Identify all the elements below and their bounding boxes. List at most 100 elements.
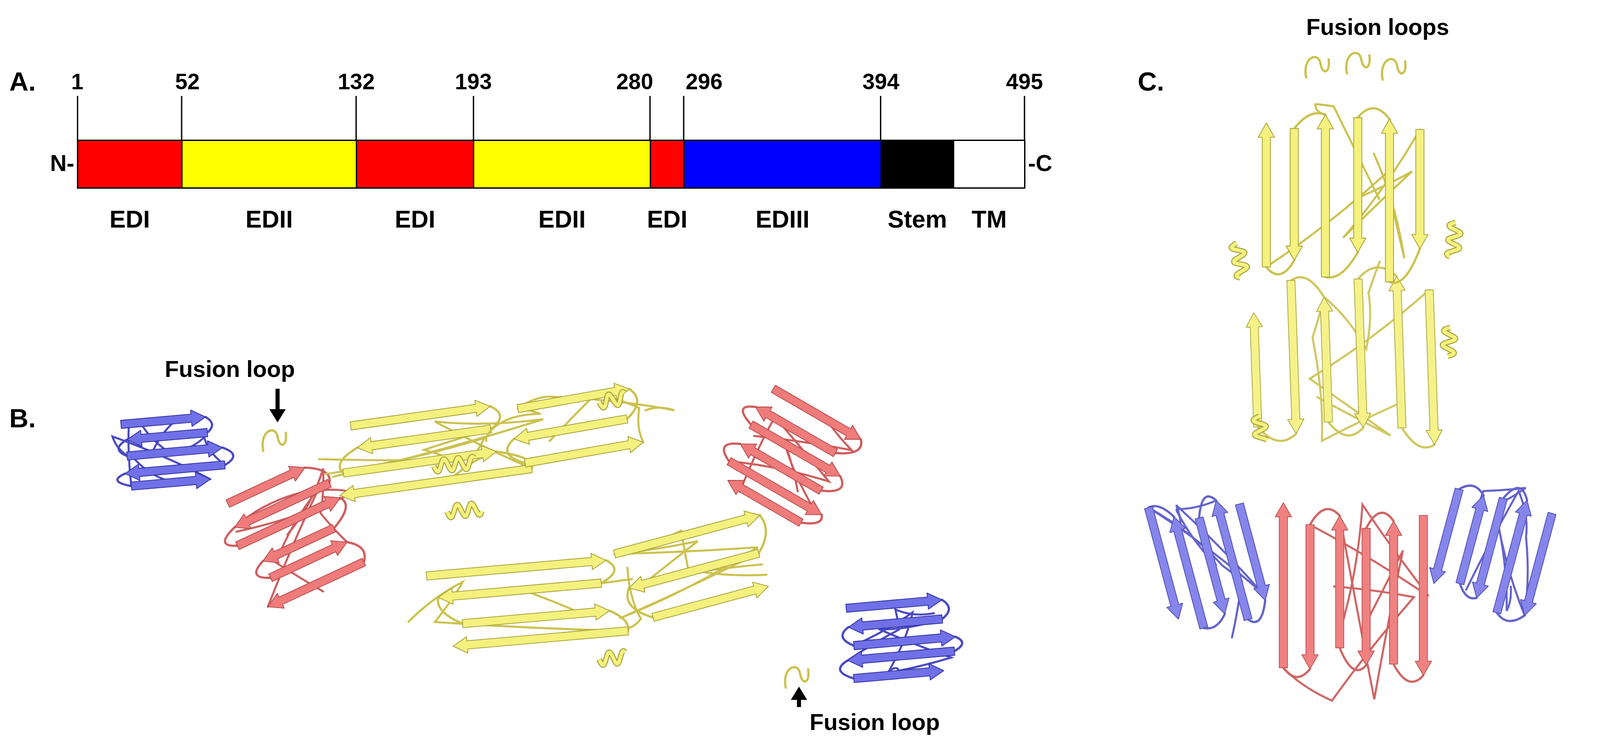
beta-strand bbox=[126, 440, 223, 461]
strands bbox=[1275, 502, 1432, 676]
beta-strand bbox=[350, 400, 491, 431]
fusion-loop bbox=[262, 430, 286, 452]
beta-strand bbox=[845, 593, 942, 613]
domain-ribbon bbox=[224, 466, 366, 609]
beta-strand bbox=[1286, 280, 1304, 434]
strands bbox=[514, 383, 644, 468]
terminus-label: -C bbox=[1028, 150, 1053, 176]
loops bbox=[1283, 504, 1429, 701]
residue-number: 394 bbox=[862, 69, 900, 95]
strands bbox=[1429, 488, 1557, 616]
strands bbox=[727, 385, 861, 527]
beta-strand bbox=[1349, 117, 1366, 253]
panel-letter: B. bbox=[9, 403, 36, 434]
strands bbox=[339, 400, 533, 502]
residue-number: 296 bbox=[685, 69, 723, 95]
pointer-arrow bbox=[275, 388, 280, 413]
alpha-helix bbox=[433, 456, 474, 472]
residue-number: 1 bbox=[71, 69, 84, 95]
beta-strand bbox=[1389, 276, 1407, 428]
coil-loop bbox=[1357, 108, 1390, 119]
coil-loop bbox=[1310, 509, 1340, 525]
domain-ribbon bbox=[723, 385, 862, 527]
beta-strand bbox=[517, 383, 630, 413]
beta-strand bbox=[1520, 512, 1556, 616]
domain-ribbon bbox=[840, 593, 963, 683]
beta-strand bbox=[771, 385, 861, 440]
beta-strand bbox=[357, 425, 492, 454]
arrow-head bbox=[790, 686, 808, 701]
coil-loop bbox=[954, 636, 963, 652]
coil-loop bbox=[840, 660, 854, 679]
tick bbox=[355, 95, 357, 140]
beta-strand bbox=[1317, 114, 1334, 277]
tick bbox=[880, 95, 882, 140]
domain-ribbon bbox=[1429, 485, 1557, 622]
callout-label: Fusion loops bbox=[1306, 14, 1450, 40]
domain-ribbon bbox=[1245, 261, 1443, 448]
beta-strand bbox=[524, 436, 644, 468]
panel-letter: A. bbox=[9, 67, 36, 97]
alpha-helix bbox=[598, 651, 625, 666]
callout-arrows bbox=[269, 388, 808, 708]
beta-strand bbox=[1429, 488, 1463, 584]
coil-loop bbox=[758, 515, 766, 554]
residue-number: 280 bbox=[616, 69, 653, 95]
coil-loop bbox=[1324, 261, 1380, 350]
alpha-helix bbox=[1231, 243, 1248, 278]
beta-strand bbox=[125, 460, 226, 481]
coil-loop bbox=[256, 561, 271, 579]
beta-strand bbox=[1353, 278, 1371, 428]
domain-ribbon bbox=[408, 553, 641, 654]
fusion-loop bbox=[1382, 59, 1406, 80]
domain-segment: EDI bbox=[649, 139, 685, 189]
alpha-helix bbox=[599, 392, 625, 408]
beta-strand bbox=[267, 558, 366, 609]
tick bbox=[1023, 95, 1025, 140]
beta-strand bbox=[1455, 495, 1488, 585]
domain-ribbon bbox=[486, 383, 675, 468]
beta-strand bbox=[1301, 524, 1319, 669]
beta-strand bbox=[847, 647, 955, 668]
domain-ribbon bbox=[1144, 496, 1270, 638]
strands bbox=[613, 510, 769, 622]
loops bbox=[1266, 104, 1420, 283]
beta-strand bbox=[514, 415, 628, 445]
domain-segment: EDII bbox=[472, 139, 652, 189]
residue-number: 132 bbox=[337, 69, 375, 95]
domain-label: EDIII bbox=[755, 205, 810, 234]
beta-strand bbox=[1331, 515, 1349, 648]
fusion-loop bbox=[1305, 57, 1330, 78]
beta-strand bbox=[1144, 506, 1183, 620]
beta-strand bbox=[1258, 122, 1275, 267]
alpha-helix bbox=[1442, 327, 1456, 356]
alpha-helix bbox=[1446, 222, 1461, 258]
coil-loop bbox=[1325, 252, 1358, 278]
beta-strand bbox=[235, 496, 341, 550]
beta-strand bbox=[1357, 528, 1375, 666]
domain-ribbon bbox=[1258, 104, 1429, 283]
domain-label: EDII bbox=[245, 205, 294, 234]
coil-loop bbox=[1266, 153, 1405, 267]
beta-strand bbox=[1411, 129, 1429, 249]
strands bbox=[225, 466, 366, 609]
strands bbox=[1258, 114, 1429, 282]
alpha-helix bbox=[446, 503, 482, 518]
tick bbox=[180, 95, 183, 140]
beta-strand bbox=[462, 604, 610, 629]
tick bbox=[472, 95, 475, 140]
alpha-helix bbox=[599, 392, 625, 408]
domain-ribbon bbox=[613, 510, 769, 622]
alpha-helix bbox=[433, 456, 474, 472]
strands bbox=[1245, 276, 1443, 445]
beta-strand bbox=[130, 472, 210, 491]
fusion-loop bbox=[784, 667, 809, 689]
terminus-label: N- bbox=[49, 150, 75, 176]
beta-strand bbox=[120, 410, 206, 429]
domain-segment: EDI bbox=[355, 139, 475, 189]
fusion-loop bbox=[1346, 53, 1370, 74]
alpha-helix bbox=[1231, 243, 1248, 278]
beta-strand bbox=[853, 663, 944, 683]
beta-strand bbox=[749, 421, 841, 477]
domain-segment: TM bbox=[952, 139, 1026, 189]
